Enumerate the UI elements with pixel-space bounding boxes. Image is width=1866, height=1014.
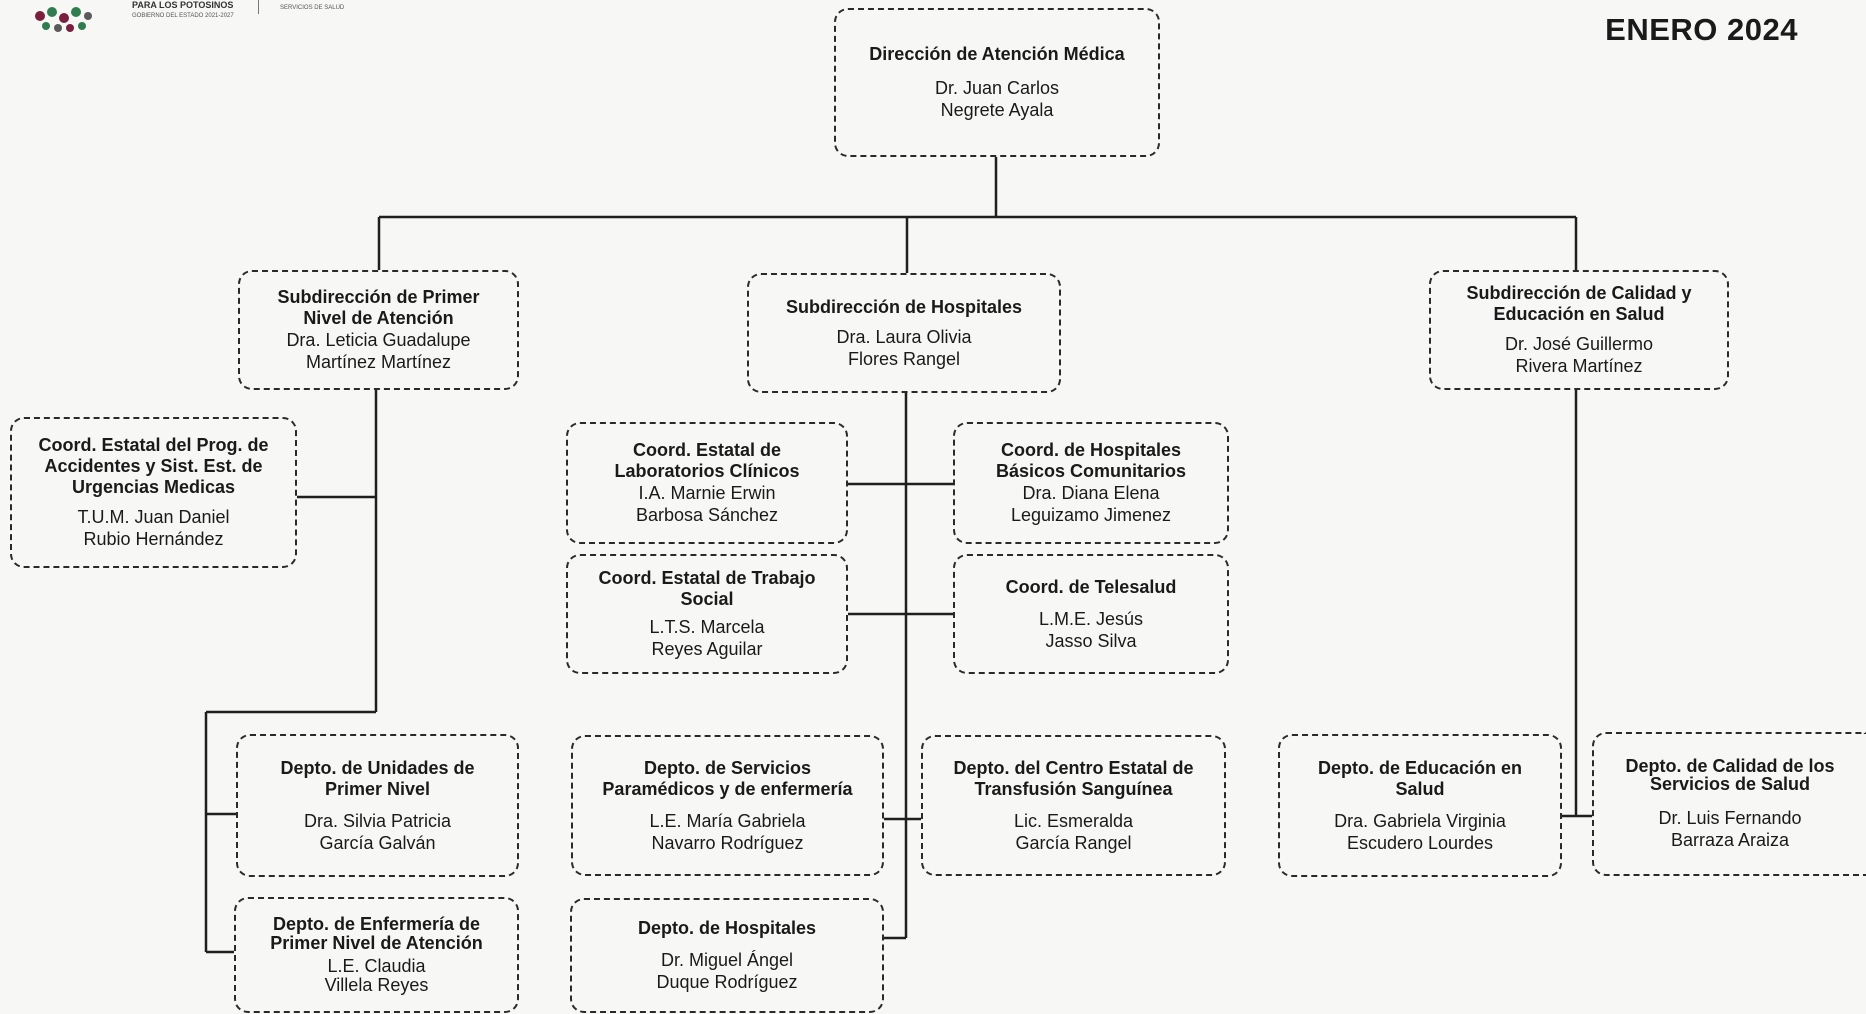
node-name-line1: Dra. Diana Elena	[1022, 483, 1160, 503]
node-depto-hospitales: Depto. de Hospitales Dr. Miguel Ángel Du…	[570, 898, 884, 1013]
node-coord-hosp-basicos: Coord. de Hospitales Básicos Comunitario…	[953, 422, 1229, 544]
node-title: Coord. Estatal de Laboratorios Clínicos	[614, 440, 800, 481]
logo-line2: GOBIERNO DEL ESTADO 2021-2027	[132, 13, 234, 19]
node-name-line2: Negrete Ayala	[940, 100, 1054, 120]
node-title: Subdirección de Primer Nivel de Atención	[277, 287, 480, 328]
logo-mark-icon	[35, 7, 92, 32]
node-depto-unidades: Depto. de Unidades de Primer Nivel Dra. …	[236, 734, 519, 877]
node-name-line1: Dra. Silvia Patricia	[303, 810, 452, 831]
node-title: Depto. de Unidades de Primer Nivel	[280, 757, 475, 799]
node-coord-trabajo-social: Coord. Estatal de Trabajo Social L.T.S. …	[566, 554, 848, 674]
node-name-line2: Duque Rodríguez	[656, 972, 798, 992]
node-name-line1: Lic. Esmeralda	[1013, 810, 1134, 831]
node-title: Depto. del Centro Estatal de Transfusión…	[953, 757, 1194, 799]
node-title: Depto. de Calidad de los Servicios de Sa…	[1625, 756, 1835, 794]
node-name-line1: T.U.M. Juan Daniel	[77, 507, 230, 527]
node-depto-educacion: Depto. de Educación en Salud Dra. Gabrie…	[1278, 734, 1562, 877]
node-coord-laboratorios: Coord. Estatal de Laboratorios Clínicos …	[566, 422, 848, 544]
node-title: Depto. de Hospitales	[637, 918, 817, 938]
node-name-line1: Dra. Gabriela Virginia	[1334, 810, 1506, 831]
node-coord-accidentes: Coord. Estatal del Prog. de Accidentes y…	[10, 417, 297, 568]
node-name-line1: L.E. Claudia	[327, 956, 426, 976]
node-title: Depto. de Servicios Paramédicos y de enf…	[602, 757, 853, 799]
node-name-line1: Dr. Miguel Ángel	[660, 950, 794, 970]
node-depto-calidad: Depto. de Calidad de los Servicios de Sa…	[1592, 732, 1866, 876]
node-title: Dirección de Atención Médica	[869, 44, 1125, 64]
node-title: Coord. Estatal del Prog. de Accidentes y…	[38, 435, 269, 497]
node-title: Subdirección de Calidad y Educación en S…	[1466, 283, 1692, 324]
node-name-line2: Leguizamo Jimenez	[1010, 505, 1172, 525]
node-name-line2: García Galván	[319, 832, 436, 853]
node-title: Depto. de Educación en Salud	[1317, 757, 1523, 799]
node-depto-transfusion: Depto. del Centro Estatal de Transfusión…	[921, 735, 1226, 876]
logo-line3: SERVICIOS DE SALUD	[280, 5, 345, 11]
node-name-line2: Barraza Araiza	[1670, 830, 1790, 850]
node-name-line1: I.A. Marnie Erwin	[638, 483, 776, 503]
node-sub-primer-nivel: Subdirección de Primer Nivel de Atención…	[238, 270, 519, 390]
node-name-line1: L.M.E. Jesús	[1038, 608, 1144, 629]
node-title: Coord. de Hospitales Básicos Comunitario…	[995, 440, 1187, 481]
node-name-line2: Rubio Hernández	[83, 529, 224, 549]
node-name-line2: Villela Reyes	[324, 975, 429, 995]
logo-line1: PARA LOS POTOSINOS	[132, 0, 234, 10]
node-sub-hospitales: Subdirección de Hospitales Dra. Laura Ol…	[747, 273, 1061, 393]
node-title: Coord. Estatal de Trabajo Social	[598, 568, 816, 609]
node-direccion: Dirección de Atención Médica Dr. Juan Ca…	[834, 8, 1160, 157]
node-depto-enfermeria-pn: Depto. de Enfermería de Primer Nivel de …	[234, 897, 519, 1013]
logo: PARA LOS POTOSINOS GOBIERNO DEL ESTADO 2…	[18, 0, 348, 44]
node-name-line1: L.T.S. Marcela	[649, 617, 765, 637]
node-name-line2: Flores Rangel	[847, 348, 961, 369]
node-name-line1: Dra. Laura Olivia	[836, 326, 972, 347]
node-name-line1: Dra. Leticia Guadalupe	[286, 330, 471, 350]
node-name-line2: Rivera Martínez	[1515, 356, 1643, 376]
node-name-line1: Dr. Luis Fernando	[1658, 808, 1802, 828]
node-name-line2: Reyes Aguilar	[651, 639, 763, 659]
node-name-line2: Jasso Silva	[1045, 630, 1137, 651]
node-title: Coord. de Telesalud	[1005, 576, 1177, 597]
node-name-line2: Escudero Lourdes	[1346, 832, 1494, 853]
node-name-line2: Navarro Rodríguez	[651, 832, 804, 853]
node-name-line1: Dr. José Guillermo	[1504, 334, 1654, 354]
node-name-line2: Martínez Martínez	[305, 352, 452, 372]
node-title: Subdirección de Hospitales	[785, 296, 1023, 317]
node-name-line2: Barbosa Sánchez	[635, 505, 779, 525]
node-coord-telesalud: Coord. de Telesalud L.M.E. Jesús Jasso S…	[953, 554, 1229, 674]
node-title: Depto. de Enfermería de Primer Nivel de …	[270, 914, 483, 953]
node-sub-calidad: Subdirección de Calidad y Educación en S…	[1429, 270, 1729, 390]
logo-separator	[258, 0, 259, 14]
node-name-line1: L.E. María Gabriela	[649, 810, 806, 831]
node-depto-paramedicos: Depto. de Servicios Paramédicos y de enf…	[571, 735, 884, 876]
node-name-line2: García Rangel	[1015, 832, 1132, 853]
chart-date: ENERO 2024	[1605, 12, 1798, 47]
node-name-line1: Dr. Juan Carlos	[934, 78, 1060, 98]
